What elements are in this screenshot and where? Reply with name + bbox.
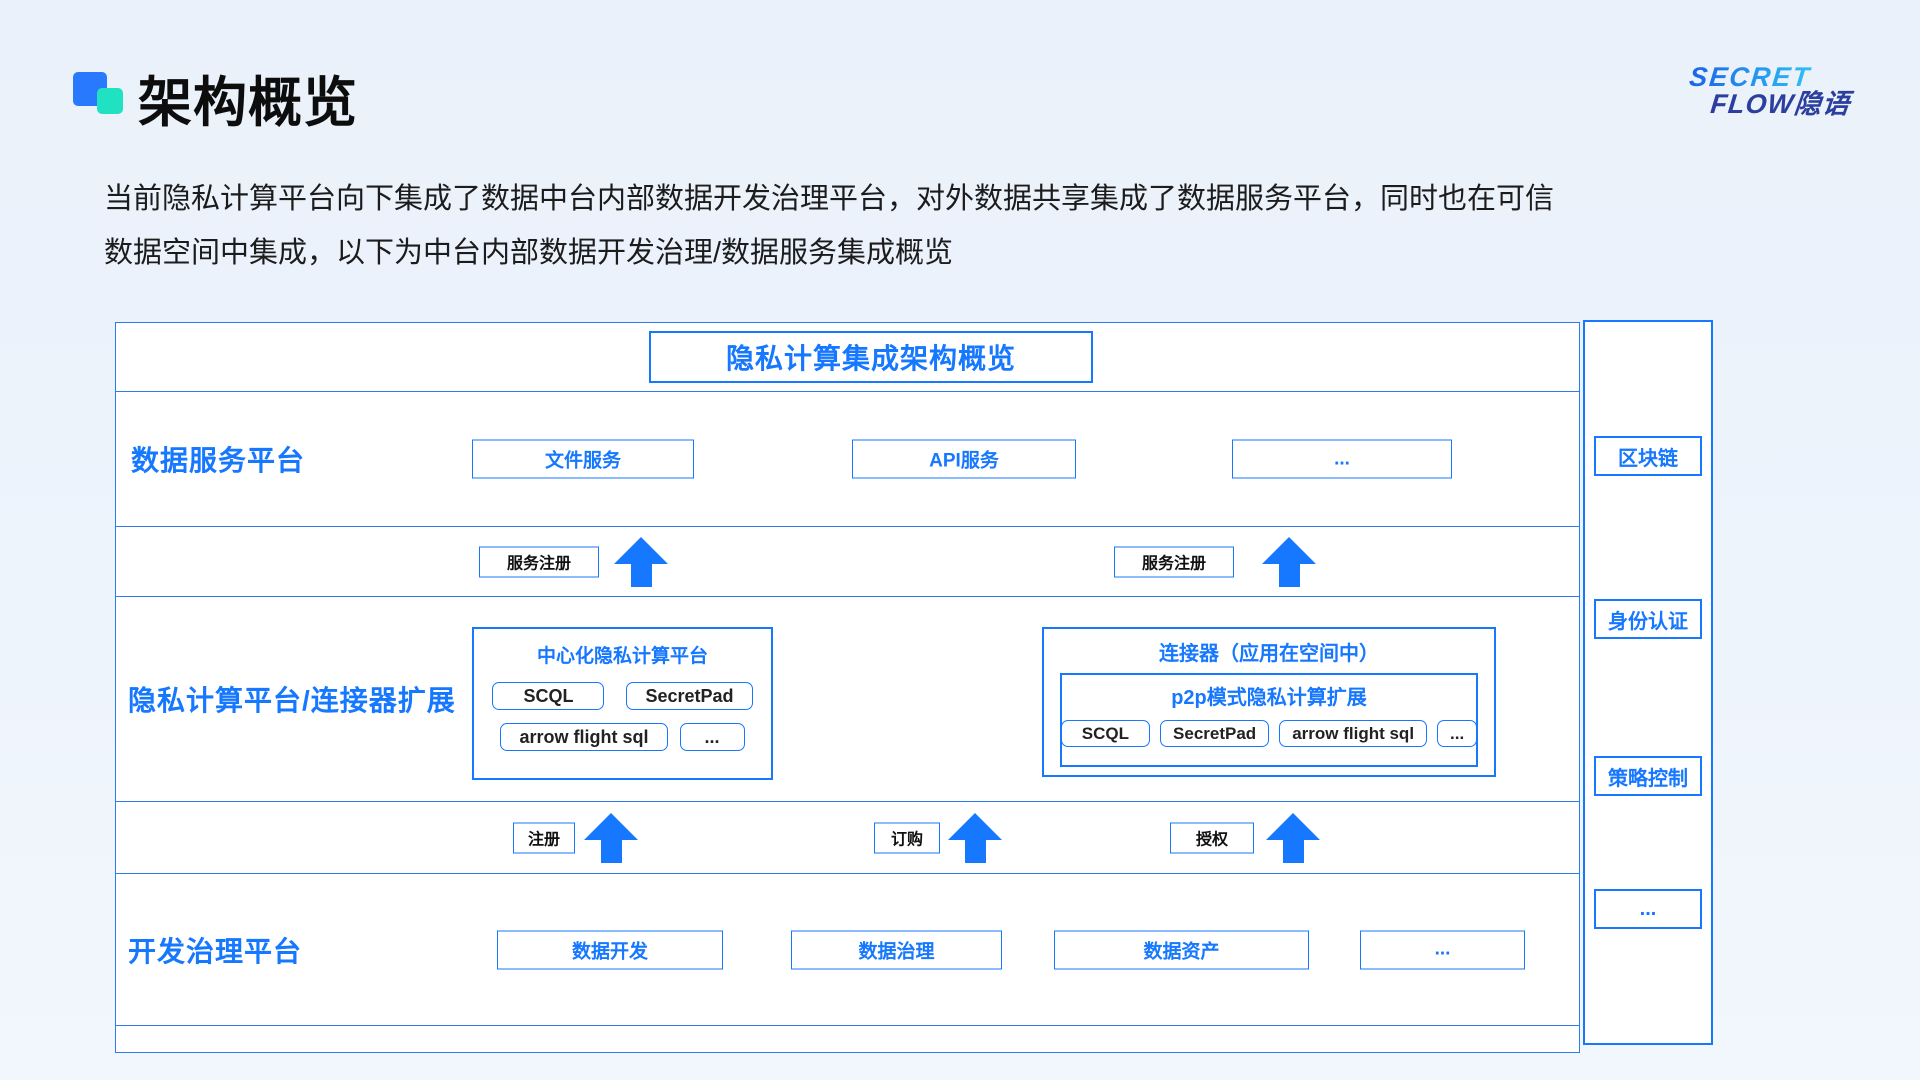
subscribe-tag: 订购 — [874, 822, 940, 853]
api-service-box: API服务 — [852, 439, 1076, 479]
up-arrow-icon — [614, 536, 668, 587]
diagram-title-box: 隐私计算集成架构概览 — [649, 331, 1093, 383]
sidebar-item-blockchain: 区块链 — [1594, 436, 1702, 476]
data-service-label: 数据服务平台 — [131, 445, 306, 476]
diagram-title-band: 隐私计算集成架构概览 — [116, 323, 1579, 391]
logo-flow-text: FLOW隐语 — [1709, 89, 1853, 119]
service-register-tag-1: 服务注册 — [479, 546, 599, 577]
architecture-diagram: 隐私计算集成架构概览 数据服务平台 文件服务 API服务 ... 服务注册 服务… — [115, 320, 1715, 1056]
data-asset-box: 数据资产 — [1054, 930, 1309, 969]
service-register-band: 服务注册 服务注册 — [116, 526, 1579, 596]
chip-arrow-flight-sql: arrow flight sql — [500, 723, 668, 751]
connector-title: 连接器（应用在空间中） — [1159, 643, 1379, 665]
sidebar-item-more: ... — [1594, 889, 1702, 929]
data-service-row: 数据服务平台 文件服务 API服务 ... — [116, 391, 1579, 526]
up-arrow-icon — [1262, 536, 1316, 587]
up-arrow-icon — [948, 812, 1002, 863]
dev-governance-label: 开发治理平台 — [128, 935, 303, 967]
sidebar-panel: 区块链 身份认证 策略控制 ... — [1583, 320, 1713, 1045]
authorize-tag: 授权 — [1170, 822, 1254, 853]
chip-more: ... — [679, 723, 745, 751]
service-register-tag-2: 服务注册 — [1114, 546, 1234, 577]
file-service-box: 文件服务 — [472, 439, 694, 479]
up-arrow-icon — [1266, 812, 1320, 863]
chip-arrow-flight-sql: arrow flight sql — [1279, 720, 1428, 747]
connector-box: 连接器（应用在空间中） p2p模式隐私计算扩展 SCQL SecretPad a… — [1042, 627, 1496, 777]
central-platform-box: 中心化隐私计算平台 SCQL SecretPad arrow flight sq… — [472, 627, 773, 780]
central-platform-title: 中心化隐私计算平台 — [536, 646, 708, 667]
gov-arrow-band: 注册 订购 授权 — [116, 801, 1579, 873]
sidebar-item-identity-auth: 身份认证 — [1594, 599, 1702, 639]
intro-paragraph: 当前隐私计算平台向下集成了数据中台内部数据开发治理平台，对外数据共享集成了数据服… — [104, 172, 1724, 280]
main-panel: 隐私计算集成架构概览 数据服务平台 文件服务 API服务 ... 服务注册 服务… — [115, 322, 1580, 1053]
logo-secret-text: SECRET — [1688, 62, 1814, 92]
gov-more-box: ... — [1360, 930, 1525, 969]
chip-scql: SCQL — [1060, 720, 1151, 747]
intro-line-2: 数据空间中集成，以下为中台内部数据开发治理/数据服务集成概览 — [104, 237, 954, 269]
p2p-box: p2p模式隐私计算扩展 SCQL SecretPad arrow flight … — [1060, 673, 1478, 767]
page-title: 架构概览 — [138, 73, 358, 133]
chip-secretpad: SecretPad — [1160, 720, 1270, 747]
intro-line-1: 当前隐私计算平台向下集成了数据中台内部数据开发治理平台，对外数据共享集成了数据服… — [104, 183, 1555, 215]
brand-logo: SECRET FLOW隐语 — [1686, 62, 1855, 119]
chip-secretpad: SecretPad — [626, 682, 753, 710]
register-tag: 注册 — [513, 822, 575, 853]
up-arrow-icon — [584, 812, 638, 863]
sidebar-item-policy-control: 策略控制 — [1594, 756, 1702, 796]
data-dev-box: 数据开发 — [497, 930, 723, 969]
dev-governance-row: 开发治理平台 数据开发 数据治理 数据资产 ... — [116, 873, 1579, 1026]
title-squares-icon — [73, 72, 133, 124]
data-governance-box: 数据治理 — [791, 930, 1002, 969]
service-more-box: ... — [1232, 439, 1452, 479]
privacy-compute-label: 隐私计算平台/连接器扩展 — [128, 685, 456, 716]
p2p-title: p2p模式隐私计算扩展 — [1171, 687, 1367, 709]
teal-square-icon — [97, 88, 123, 114]
chip-more: ... — [1437, 720, 1478, 747]
chip-scql: SCQL — [492, 682, 605, 710]
privacy-compute-row: 隐私计算平台/连接器扩展 中心化隐私计算平台 SCQL SecretPad ar… — [116, 596, 1579, 801]
